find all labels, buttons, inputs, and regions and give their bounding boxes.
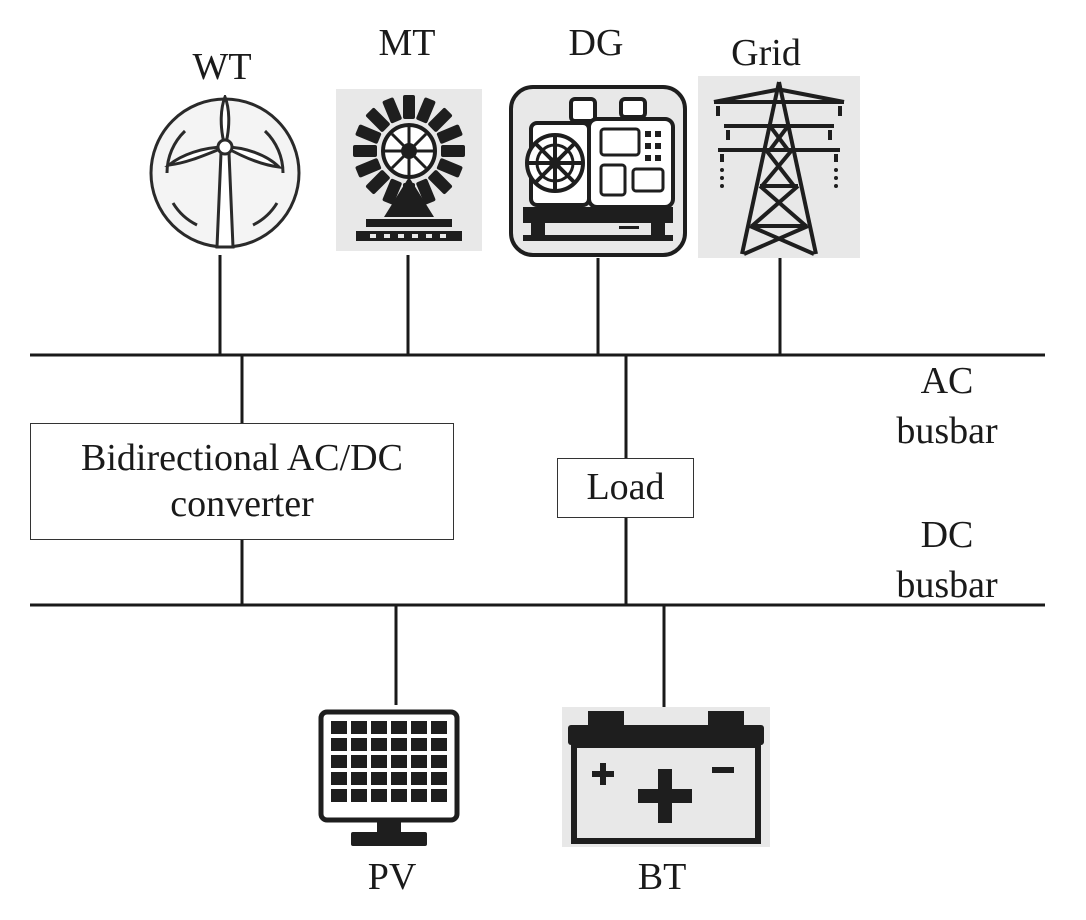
load-label: Load bbox=[586, 466, 665, 509]
bt-label: BT bbox=[637, 856, 687, 898]
converter-box: Bidirectional AC/DC converter bbox=[30, 423, 454, 540]
pv-label: PV bbox=[367, 856, 417, 898]
wind-turbine-icon bbox=[145, 95, 305, 250]
diesel-generator-icon bbox=[509, 85, 687, 257]
battery-icon bbox=[562, 707, 770, 847]
ac-busbar-label-2: busbar bbox=[896, 410, 998, 452]
converter-label-1: Bidirectional AC/DC bbox=[81, 436, 403, 479]
grid-label: Grid bbox=[731, 32, 801, 74]
load-box: Load bbox=[557, 458, 694, 518]
dc-busbar-label-2: busbar bbox=[896, 564, 998, 606]
micro-turbine-icon bbox=[336, 89, 482, 251]
dg-label: DG bbox=[568, 22, 624, 64]
converter-label-2: converter bbox=[170, 482, 314, 525]
dc-busbar-label-1: DC bbox=[920, 514, 974, 556]
mt-label: MT bbox=[378, 22, 436, 64]
transmission-tower-icon bbox=[698, 76, 860, 258]
wt-label: WT bbox=[192, 46, 252, 88]
solar-panel-icon bbox=[315, 706, 463, 850]
ac-busbar-label-1: AC bbox=[920, 360, 974, 402]
